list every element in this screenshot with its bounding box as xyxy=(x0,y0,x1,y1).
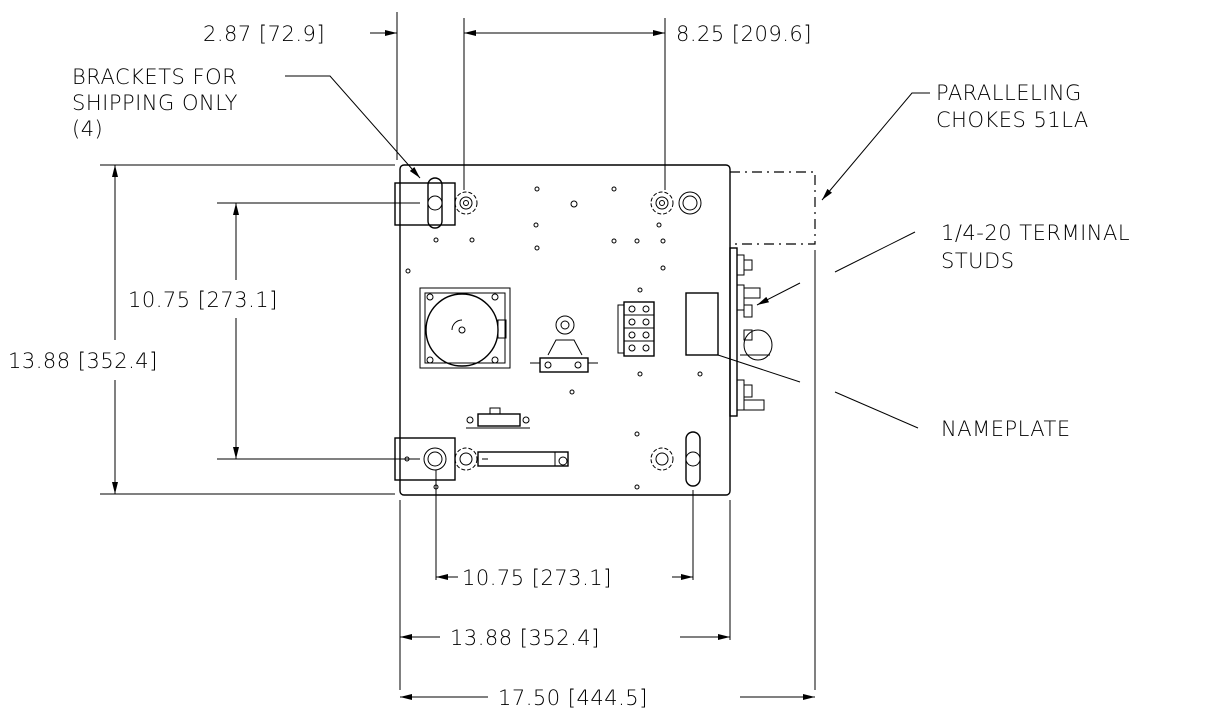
dim-overall-width: 17.50 [444.5] xyxy=(498,686,648,710)
nameplate xyxy=(685,292,719,356)
terminal-strip xyxy=(729,247,773,417)
stud-top-right xyxy=(650,191,702,215)
dim-inner-height: 10.75 [273.1] xyxy=(128,288,278,312)
dimension-arrows xyxy=(112,30,815,700)
dimension-labels: 2.87 [72.9] 8.25 [209.6] 10.75 [273.1] 1… xyxy=(8,22,812,710)
callout-labels: BRACKETS FOR SHIPPING ONLY (4) PARALLELI… xyxy=(72,65,1130,441)
dim-top-stud-spacing: 8.25 [209.6] xyxy=(676,22,812,46)
mounting-holes xyxy=(405,186,703,490)
dim-overall-height: 13.88 [352.4] xyxy=(8,349,158,373)
stud-top-left xyxy=(454,191,478,215)
stud-bottom-right xyxy=(650,431,701,487)
small-switch xyxy=(466,407,530,429)
callout-studs-line2: STUDS xyxy=(941,249,1015,273)
relay-component xyxy=(530,315,598,373)
callout-nameplate: NAMEPLATE xyxy=(941,417,1071,441)
dim-bracket-offset: 2.87 [72.9] xyxy=(203,22,325,46)
leader-lines xyxy=(285,75,930,429)
callout-brackets-line2: SHIPPING ONLY xyxy=(72,91,238,115)
dim-bottom-stud-spacing: 10.75 [273.1] xyxy=(462,566,612,590)
callout-brackets-line3: (4) xyxy=(72,117,103,141)
callout-chokes-line2: CHOKES 51LA xyxy=(936,108,1089,132)
round-component xyxy=(419,287,511,369)
terminal-block xyxy=(617,301,655,357)
mounting-panel xyxy=(399,164,731,496)
paralleling-chokes xyxy=(730,171,816,245)
callout-studs-line1: 1/4-20 TERMINAL xyxy=(941,221,1130,245)
dim-panel-width: 13.88 [352.4] xyxy=(450,626,600,650)
callout-brackets-line1: BRACKETS FOR xyxy=(72,65,237,89)
callout-chokes-line1: PARALLELING xyxy=(936,81,1082,105)
extension-lines xyxy=(100,12,816,690)
stud-bottom-left xyxy=(454,447,569,471)
